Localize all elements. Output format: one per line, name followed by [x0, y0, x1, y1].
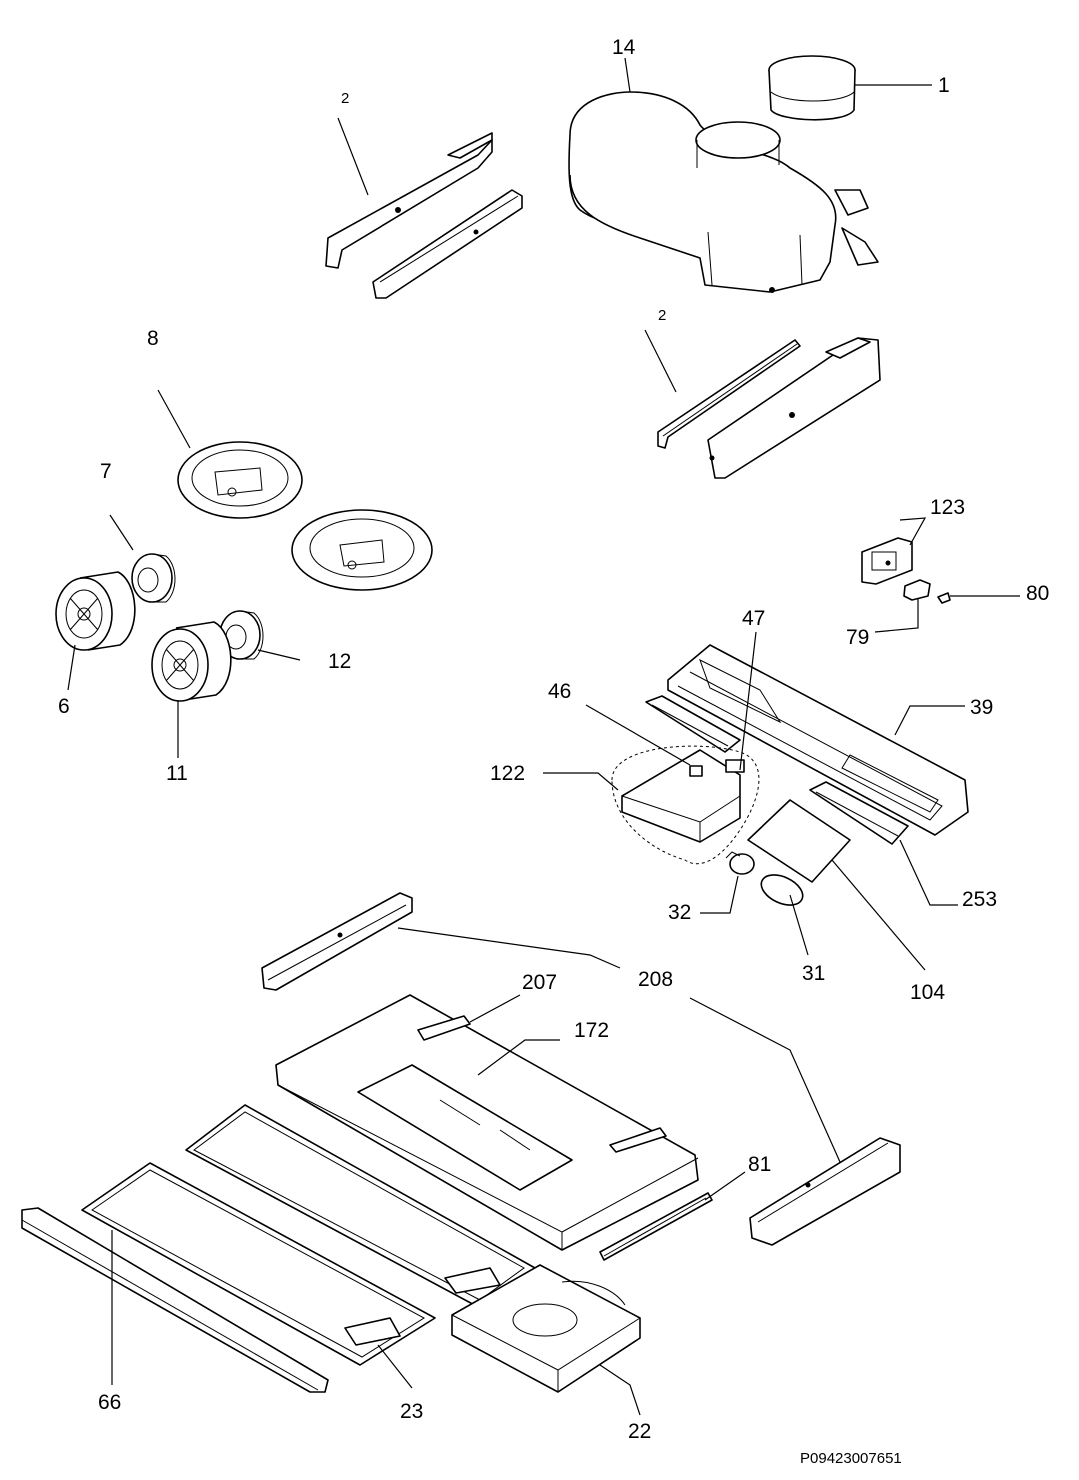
label-104: 104 — [910, 981, 945, 1004]
part-208-left-rail — [261, 892, 413, 991]
label-253: 253 — [962, 888, 997, 911]
part-122-control-box — [611, 745, 760, 865]
label-23: 23 — [400, 1400, 423, 1423]
label-79: 79 — [846, 626, 869, 649]
part-6-impeller — [55, 571, 136, 651]
part-8-fan-housings — [177, 441, 433, 591]
part-32-lamp-holder — [725, 851, 755, 875]
part-104-lamp-cover — [747, 799, 851, 883]
label-12: 12 — [328, 650, 351, 673]
label-7: 7 — [100, 460, 112, 483]
label-2-lower: 2 — [658, 307, 666, 324]
drawing-code: P09423007651 — [800, 1450, 902, 1467]
label-14: 14 — [612, 36, 636, 59]
part-172-main-body — [275, 994, 699, 1251]
leader-lines — [67, 57, 1020, 1416]
label-123: 123 — [930, 496, 965, 519]
part-2-lower-rails — [657, 337, 881, 479]
part-14-blower-housing — [568, 91, 879, 293]
label-1: 1 — [938, 74, 950, 97]
label-2-upper: 2 — [341, 90, 349, 107]
part-80-screw — [937, 592, 951, 604]
label-66: 66 — [98, 1391, 121, 1414]
part-123-switch-bracket — [861, 537, 913, 585]
part-labels: 14 1 2 2 8 7 6 11 12 123 80 79 47 46 39 … — [58, 36, 1049, 1467]
label-31: 31 — [802, 962, 825, 985]
label-22: 22 — [628, 1420, 651, 1443]
label-172: 172 — [574, 1019, 609, 1042]
label-47: 47 — [742, 607, 765, 630]
label-207: 207 — [522, 971, 557, 994]
part-81-slide — [599, 1192, 713, 1261]
label-208: 208 — [638, 968, 673, 991]
part-2-upper-rails — [325, 132, 523, 299]
label-32: 32 — [668, 901, 691, 924]
label-122: 122 — [490, 762, 525, 785]
part-22-tray — [451, 1264, 641, 1393]
part-1-collar-ring — [768, 55, 856, 121]
part-31-bulb — [760, 874, 804, 906]
part-208-right-rail — [749, 1137, 901, 1246]
label-39: 39 — [970, 696, 993, 719]
part-253-filter — [645, 695, 909, 845]
label-11: 11 — [166, 762, 188, 785]
part-39-frame — [667, 644, 969, 836]
part-66-trim-strip — [21, 1207, 329, 1393]
label-80: 80 — [1026, 582, 1049, 605]
part-7-motor — [131, 553, 176, 603]
label-8: 8 — [147, 327, 159, 350]
part-11-impeller — [151, 621, 232, 702]
part-79-switch-knob — [903, 579, 931, 601]
label-81: 81 — [748, 1153, 771, 1176]
label-46: 46 — [548, 680, 571, 703]
label-6: 6 — [58, 695, 70, 718]
part-207-strip — [417, 1015, 667, 1153]
